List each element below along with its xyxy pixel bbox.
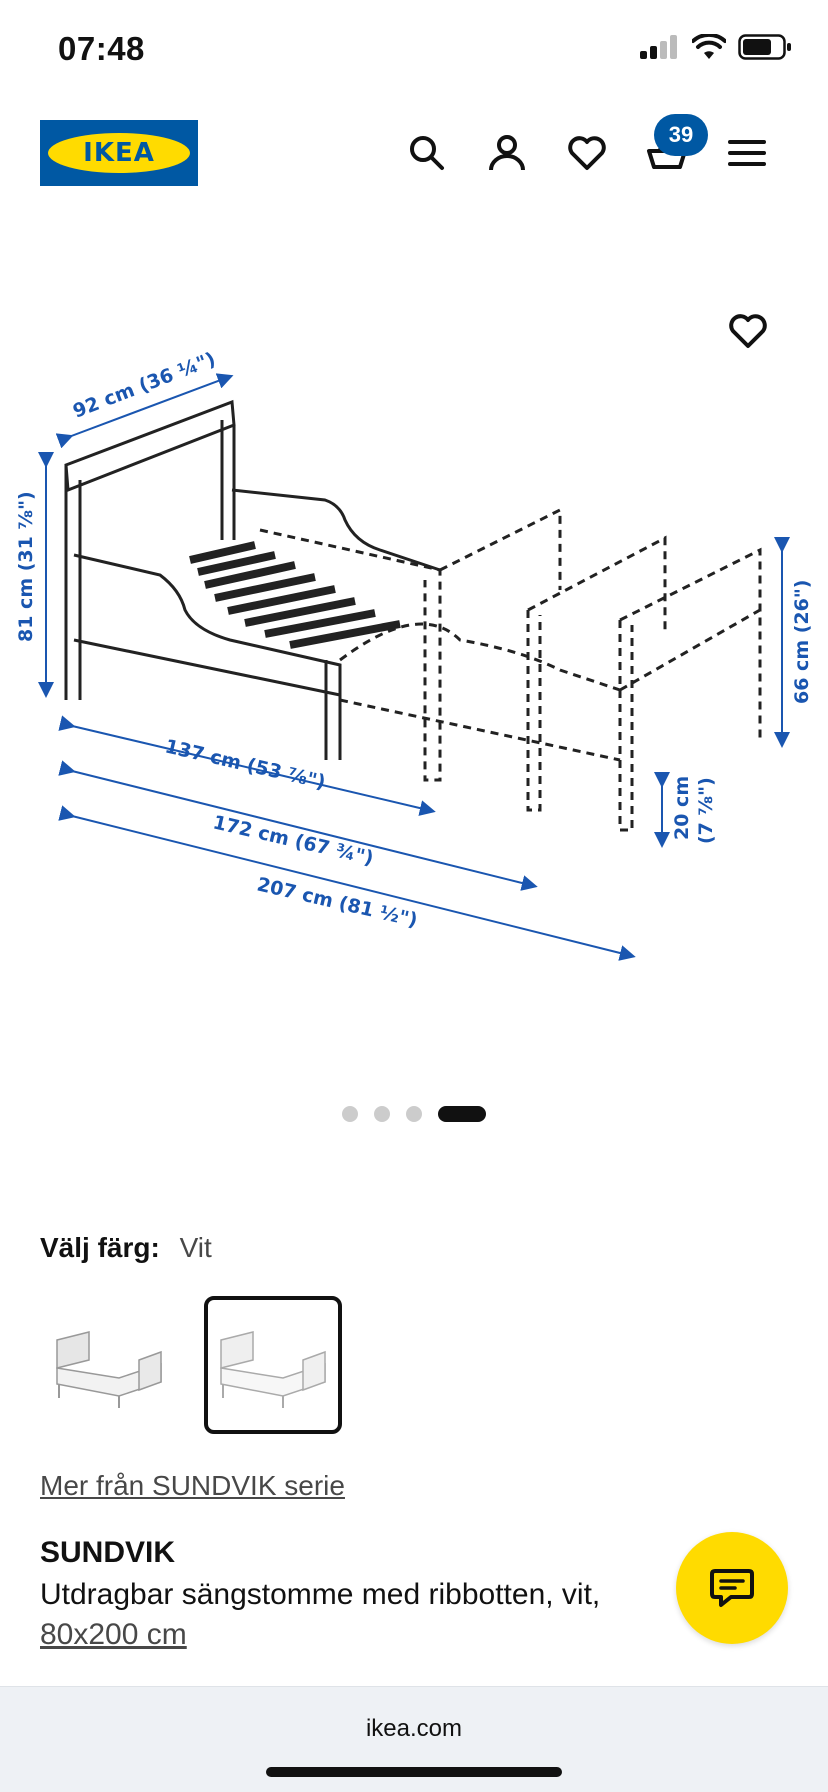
search-button[interactable] [402, 128, 452, 178]
add-to-wishlist-button[interactable] [722, 305, 774, 357]
chat-icon [710, 1569, 754, 1607]
signal-icon [640, 35, 677, 59]
wishlist-button[interactable] [562, 128, 612, 178]
product-description: Utdragbar sängstomme med ribbotten, vit, [40, 1578, 601, 1611]
ikea-logo[interactable]: IKEA [40, 120, 198, 186]
dim-leg-height-inch-label: (7 ⅞") [695, 777, 717, 844]
site-header: IKEA [0, 110, 828, 200]
user-icon [489, 135, 525, 171]
logo-oval: IKEA [48, 133, 190, 173]
chat-button[interactable] [676, 1532, 788, 1644]
heart-icon [568, 136, 606, 170]
heart-icon [729, 314, 767, 348]
pagination-dot-3[interactable] [406, 1106, 422, 1122]
product-size-link[interactable]: 80x200 cm [40, 1618, 187, 1651]
bed-outline [64, 399, 441, 760]
dim-length-1-label: 137 cm (53 ⅞") [163, 735, 328, 793]
dim-side-height-label: 66 cm (26") [791, 580, 813, 704]
battery-icon [738, 34, 791, 60]
color-selector-label: Välj färg: Vit [40, 1232, 212, 1264]
bed-thumbnail-2 [220, 1331, 326, 1408]
status-time: 07:48 [58, 30, 145, 67]
series-link[interactable]: Mer från SUNDVIK serie [40, 1470, 345, 1501]
bed-thumbnail-1 [56, 1331, 162, 1408]
pagination-dot-4-active[interactable] [438, 1106, 486, 1122]
account-button[interactable] [482, 128, 532, 178]
menu-button[interactable] [722, 128, 772, 178]
dimension-lines [38, 373, 790, 961]
search-icon [410, 136, 444, 170]
logo-text: IKEA [83, 138, 155, 168]
pagination-dot-2[interactable] [374, 1106, 390, 1122]
product-name: SUNDVIK [40, 1536, 176, 1569]
cart-count-badge[interactable]: 39 [654, 114, 708, 156]
color-swatch-2-selected[interactable] [204, 1296, 342, 1434]
menu-icon [728, 140, 766, 166]
bed-dimension-drawing: 92 cm (36 ¼") 81 cm (31 ⅞") 137 cm (53 ⅞… [15, 348, 813, 961]
color-swatches [40, 1296, 342, 1434]
pagination-dot-1[interactable] [342, 1106, 358, 1122]
wifi-icon [692, 34, 726, 59]
color-label-value: Vit [179, 1232, 212, 1263]
status-icons [640, 34, 792, 60]
dimension-labels: 92 cm (36 ¼") 81 cm (31 ⅞") 137 cm (53 ⅞… [15, 348, 813, 932]
browser-url[interactable]: ikea.com [365, 1715, 463, 1742]
gallery-pagination [0, 1106, 828, 1122]
browser-address-bar[interactable]: ikea.com [0, 1686, 828, 1792]
dim-height-label: 81 cm (31 ⅞") [15, 491, 37, 642]
dim-leg-height-label: 20 cm [671, 776, 693, 840]
status-bar: 07:48 [0, 0, 828, 100]
dim-width-label: 92 cm (36 ¼") [70, 348, 219, 423]
home-indicator[interactable] [266, 1767, 562, 1777]
color-label-key: Välj färg: [40, 1232, 160, 1263]
color-swatch-1[interactable] [40, 1296, 178, 1434]
product-image-gallery[interactable]: 92 cm (36 ¼") 81 cm (31 ⅞") 137 cm (53 ⅞… [0, 220, 828, 1080]
